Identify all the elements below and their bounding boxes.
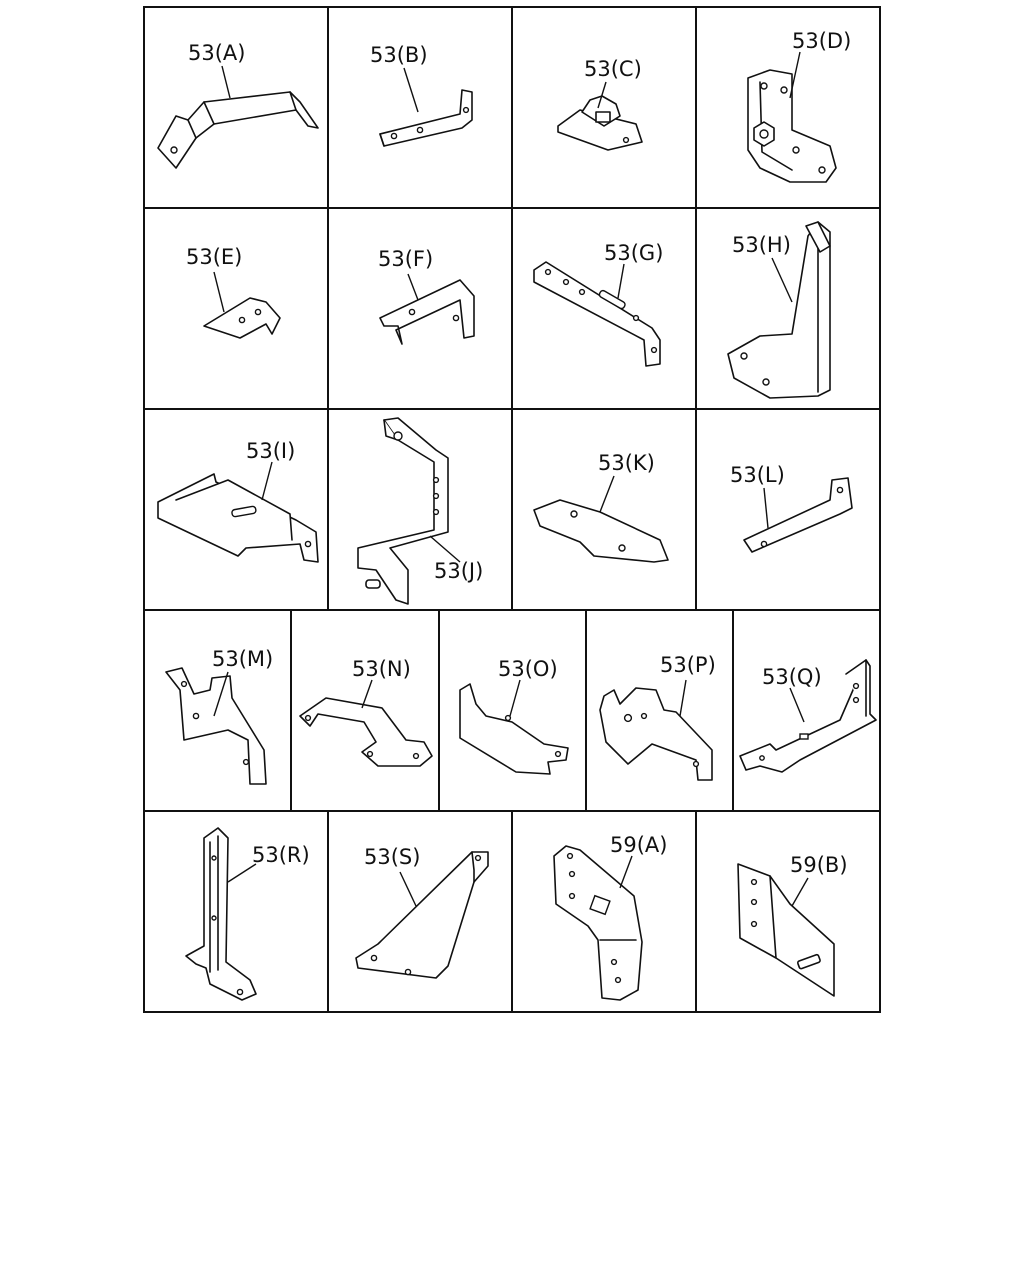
label-53E: 53(E) [186,245,242,269]
label-53C: 53(C) [584,57,642,81]
label-53J: 53(J) [434,559,483,583]
part-53D[interactable]: 53(D) [747,29,851,183]
label-53P: 53(P) [660,653,716,677]
label-53Q: 53(Q) [762,665,822,689]
part-53K[interactable]: 53(K) [533,451,669,563]
part-53C[interactable]: 53(C) [557,57,643,151]
label-53A: 53(A) [188,41,245,65]
label-53N: 53(N) [352,657,411,681]
label-53B: 53(B) [370,43,428,67]
label-53O: 53(O) [498,657,558,681]
label-53G: 53(G) [604,241,663,265]
part-53S[interactable]: 53(S) [355,845,489,979]
label-59A: 59(A) [610,833,667,857]
part-53J[interactable]: 53(J) [357,417,483,605]
label-53M: 53(M) [212,647,273,671]
part-53Q[interactable]: 53(Q) [739,659,877,773]
part-53G[interactable]: 53(G) [533,241,663,367]
part-53F[interactable]: 53(F) [378,247,475,345]
part-53N[interactable]: 53(N) [299,657,433,767]
label-53H: 53(H) [732,233,791,257]
part-59A[interactable]: 59(A) [553,833,667,1001]
part-53B[interactable]: 53(B) [370,43,473,147]
part-53P[interactable]: 53(P) [599,653,716,781]
part-53E[interactable]: 53(E) [186,245,281,339]
label-53F: 53(F) [378,247,433,271]
catalog-grid [143,6,881,1013]
part-53R[interactable]: 53(R) [185,827,310,1001]
label-53D: 53(D) [792,29,851,53]
label-53L: 53(L) [730,463,785,487]
label-53R: 53(R) [252,843,310,867]
label-53K: 53(K) [598,451,655,475]
label-53I: 53(I) [246,439,295,463]
part-53L[interactable]: 53(L) [730,463,853,553]
part-53A[interactable]: 53(A) [157,41,319,169]
label-59B: 59(B) [790,853,848,877]
part-53H[interactable]: 53(H) [727,221,831,399]
part-53M[interactable]: 53(M) [165,647,273,785]
part-53O[interactable]: 53(O) [459,657,569,775]
label-53S: 53(S) [364,845,420,869]
part-59B[interactable]: 59(B) [737,853,848,997]
part-53I[interactable]: 53(I) [157,439,319,563]
